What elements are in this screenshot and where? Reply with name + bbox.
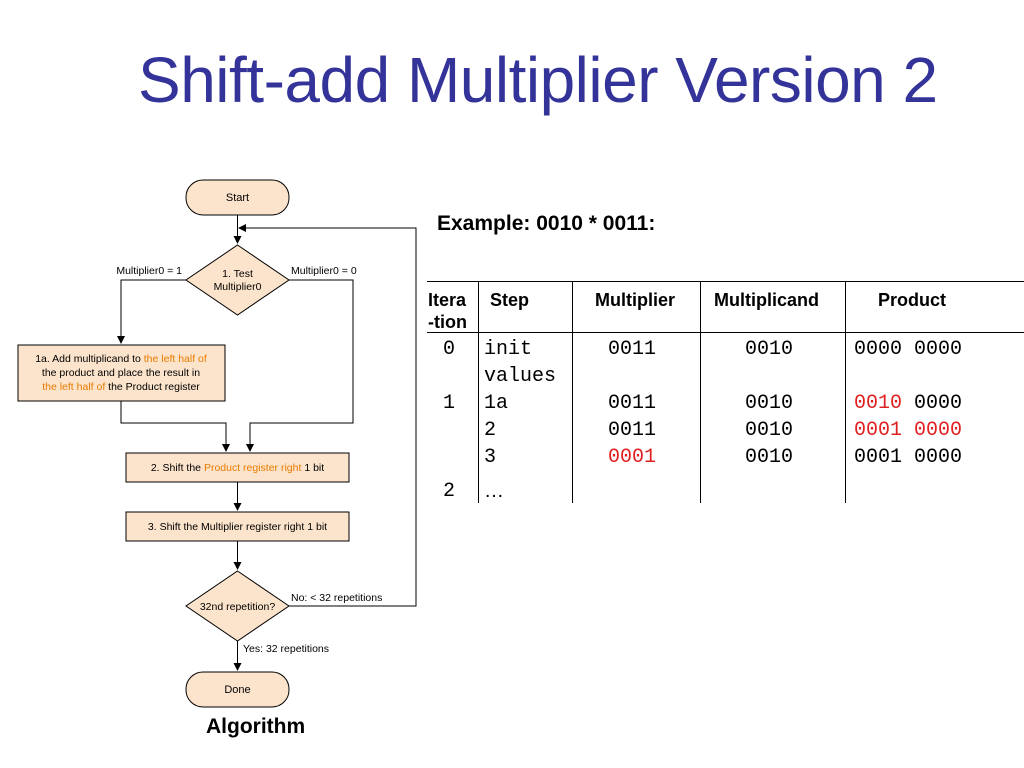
cell-multiplicand: 0010 — [745, 392, 794, 415]
table-col-divider — [572, 281, 573, 503]
table-top-rule — [427, 281, 1024, 282]
table-col-divider — [845, 281, 846, 503]
header-step: Step — [490, 290, 530, 310]
yes-label: Yes: 32 repetitions — [243, 643, 329, 655]
cell-iteration: 2 — [443, 480, 456, 503]
cell-multiplicand: 0010 — [745, 419, 794, 442]
cell-multiplier: 0011 — [608, 392, 657, 415]
test-multiplier-decision — [185, 244, 290, 316]
repetition-label: 32nd repetition? — [200, 601, 275, 613]
step-2-label: 2. Shift the Product register right 1 bi… — [151, 462, 324, 474]
cell-multiplier: 0011 — [608, 419, 657, 442]
cell-multiplier: 0011 — [608, 338, 657, 361]
no-label: No: < 32 repetitions — [291, 592, 382, 604]
step-1a-box — [17, 344, 226, 402]
cell-step: 3 — [484, 446, 497, 469]
cell-product: 0001 0000 — [854, 446, 963, 469]
cell-multiplier: 0001 — [608, 446, 657, 469]
step-1a-line1: 1a. Add multiplicand to the left half of — [35, 353, 207, 365]
cell-product: 0001 0000 — [854, 419, 963, 442]
cell-multiplicand: 0010 — [745, 338, 794, 361]
cell-multiplicand: 0010 — [745, 446, 794, 469]
done-terminal — [185, 671, 290, 708]
test-label-line1: 1. Test — [222, 268, 253, 280]
algorithm-caption: Algorithm — [206, 715, 306, 738]
example-heading: Example: 0010 * 0011: — [437, 212, 656, 235]
header-iteration: Itera-tion — [428, 290, 467, 332]
cell-product: 0000 0000 — [854, 338, 963, 361]
cell-step: 2 — [484, 419, 497, 442]
multiplier0-eq1-label: Multiplier0 = 1 — [116, 265, 182, 277]
step-3-box — [125, 511, 350, 542]
cell-iteration: 0 — [443, 338, 456, 361]
table-col-divider — [700, 281, 701, 503]
step-1a-line2: the product and place the result in — [42, 367, 200, 379]
start-label: Start — [226, 192, 249, 204]
cell-step: … — [484, 480, 504, 502]
header-product: Product — [878, 290, 947, 310]
cell-iteration: 1 — [443, 392, 456, 415]
step-3-label: 3. Shift the Multiplier register right 1… — [148, 521, 327, 533]
multiplier0-eq0-label: Multiplier0 = 0 — [291, 265, 357, 277]
table-col-divider — [478, 281, 479, 503]
step-1a-line3: the left half of the Product register — [42, 381, 200, 393]
cell-product: 0010 0000 — [854, 392, 963, 415]
test-label-line2: Multiplier0 — [214, 281, 262, 293]
cell-step: init values — [484, 338, 557, 388]
header-multiplier: Multiplier — [595, 290, 675, 310]
table-header-rule — [427, 332, 1024, 333]
done-label: Done — [224, 684, 250, 696]
slide-title: Shift-add Multiplier Version 2 — [138, 44, 938, 116]
header-multiplicand: Multiplicand — [714, 290, 819, 310]
cell-step: 1a — [484, 392, 509, 415]
